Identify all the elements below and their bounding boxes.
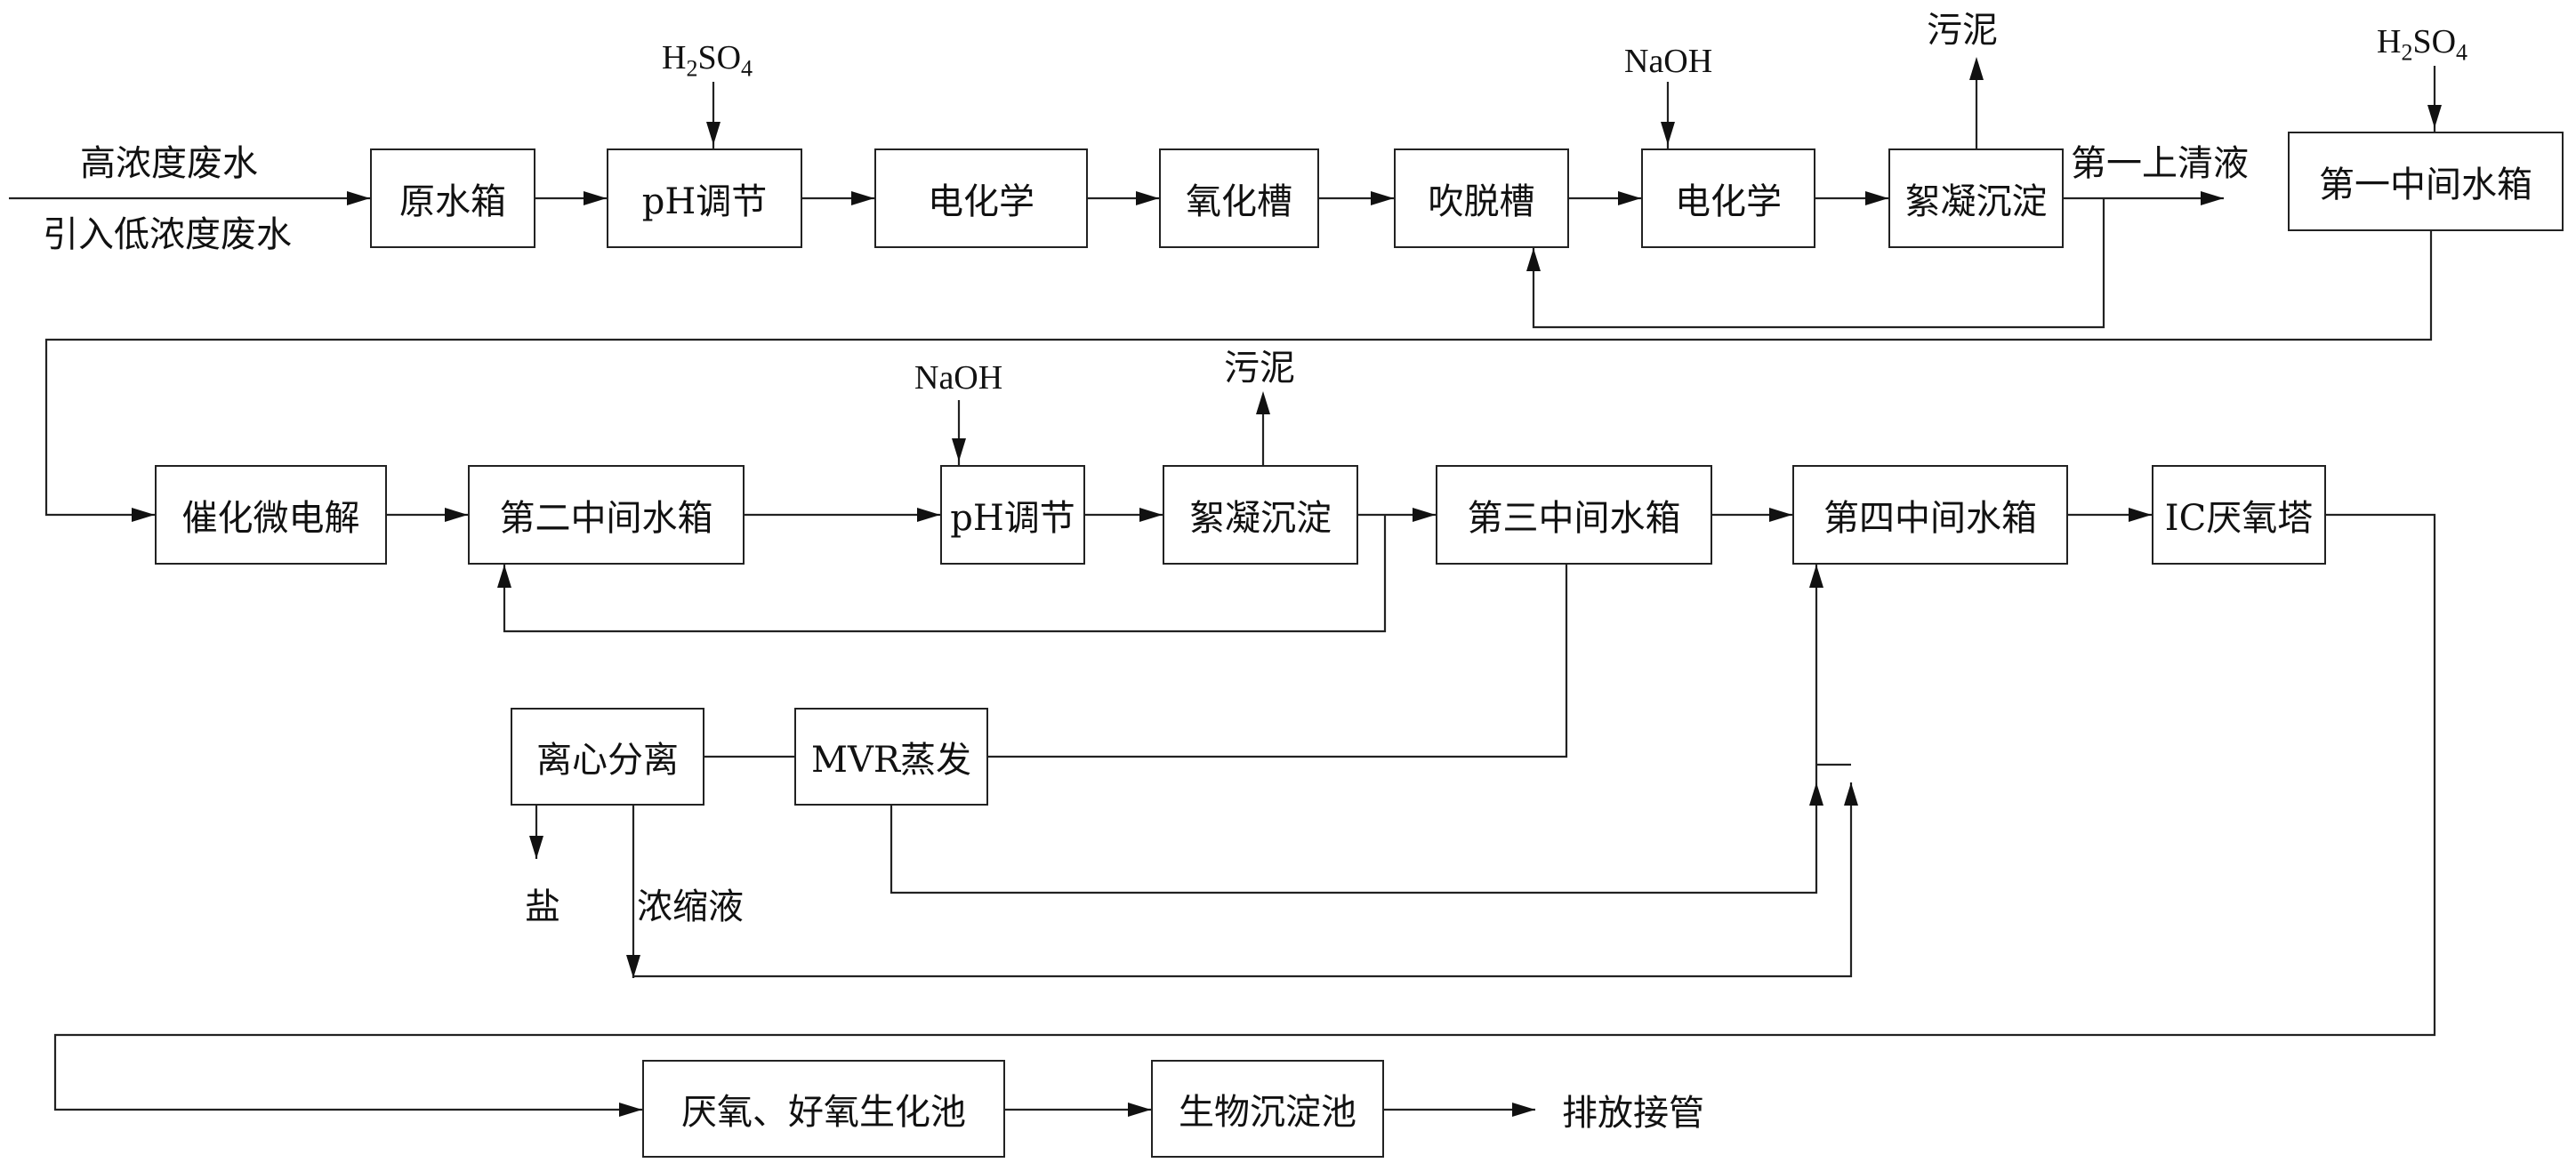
- arrowhead: [1136, 191, 1159, 205]
- bio-sedimentation-tank-box: 生物沉淀池: [1151, 1060, 1384, 1158]
- arrowhead: [1512, 1103, 1535, 1117]
- oxidation-tank-box: 氧化槽: [1159, 148, 1319, 248]
- arrowhead: [1413, 508, 1436, 522]
- naoh-dosing-label-1: NaOH: [1624, 43, 1713, 80]
- arrowhead: [1526, 248, 1541, 271]
- flocculation-box-1: 絮凝沉淀: [1888, 148, 2064, 248]
- ic-outlet-line: [53, 513, 2436, 1111]
- arrowhead: [1371, 191, 1394, 205]
- salt-label: 盐: [525, 886, 560, 927]
- concentrate-return-line: [632, 782, 1853, 978]
- arrowhead: [2129, 508, 2152, 522]
- centrifuge-box: 离心分离: [511, 708, 704, 806]
- first-intermediate-tank-box: 第一中间水箱: [2288, 132, 2564, 231]
- arrowhead: [1661, 122, 1675, 145]
- arrowhead: [1128, 1103, 1151, 1117]
- flocculation-box-2: 絮凝沉淀: [1163, 465, 1358, 565]
- fourth-intermediate-tank-box: 第四中间水箱: [1792, 465, 2068, 565]
- arrowhead: [1865, 191, 1888, 205]
- ph-adjust-box-2: pH调节: [940, 465, 1085, 565]
- raw-water-tank-box: 原水箱: [370, 148, 535, 248]
- catalytic-micro-electrolysis-box: 催化微电解: [155, 465, 387, 565]
- arrowhead: [917, 508, 940, 522]
- sludge-label-1: 污泥: [1927, 10, 1998, 51]
- arrowhead: [1809, 565, 1823, 588]
- third-intermediate-tank-box: 第三中间水箱: [1436, 465, 1712, 565]
- arrowhead: [347, 191, 370, 205]
- recycle-line-1: [1532, 198, 2105, 329]
- arrowhead: [2201, 191, 2224, 205]
- arrowhead: [445, 508, 468, 522]
- sludge-label-2: 污泥: [1224, 348, 1295, 389]
- stripping-tank-box: 吹脱槽: [1394, 148, 1569, 248]
- mvr-evaporation-box: MVR蒸发: [794, 708, 988, 806]
- electrochemistry-box-2: 电化学: [1641, 148, 1815, 248]
- naoh-dosing-label-2: NaOH: [914, 359, 1003, 397]
- arrowhead: [851, 191, 874, 205]
- concentrate-label: 浓缩液: [637, 886, 744, 927]
- arrowhead: [952, 438, 966, 461]
- arrowhead: [1844, 782, 1858, 806]
- arrowhead: [529, 836, 543, 859]
- first-supernatant-label: 第一上清液: [2071, 143, 2249, 184]
- ph-adjust-box-1: pH调节: [607, 148, 802, 248]
- high-concentration-wastewater-label: 高浓度废水: [80, 143, 258, 184]
- arrowhead: [1769, 508, 1792, 522]
- arrowhead: [626, 955, 640, 978]
- low-concentration-wastewater-label: 引入低浓度废水: [43, 214, 292, 255]
- arrowhead: [1969, 57, 1984, 80]
- condensate-return-line: [890, 565, 1818, 894]
- arrowhead: [619, 1103, 642, 1117]
- ic-anaerobic-tower-box: IC厌氧塔: [2152, 465, 2326, 565]
- arrowhead: [1139, 508, 1163, 522]
- recycle-line-2: [503, 515, 1387, 633]
- arrowhead: [584, 191, 607, 205]
- arrowhead: [1256, 391, 1270, 414]
- arrowhead: [1618, 191, 1641, 205]
- transfer-line-row2: [44, 231, 2433, 517]
- discharge-pipe-label: 排放接管: [1562, 1093, 1704, 1134]
- arrowhead: [497, 565, 511, 588]
- mvr-feed-line: [988, 565, 1568, 758]
- arrowhead: [2427, 105, 2442, 128]
- h2so4-dosing-label-2: H2SO4: [2377, 23, 2468, 66]
- h2so4-dosing-label-1: H2SO4: [662, 39, 753, 82]
- arrowhead: [132, 508, 155, 522]
- arrowhead: [1809, 782, 1823, 806]
- second-intermediate-tank-box: 第二中间水箱: [468, 465, 745, 565]
- electrochemistry-box-1: 电化学: [874, 148, 1088, 248]
- anaerobic-aerobic-tank-box: 厌氧、好氧生化池: [642, 1060, 1005, 1158]
- arrowhead: [706, 122, 720, 145]
